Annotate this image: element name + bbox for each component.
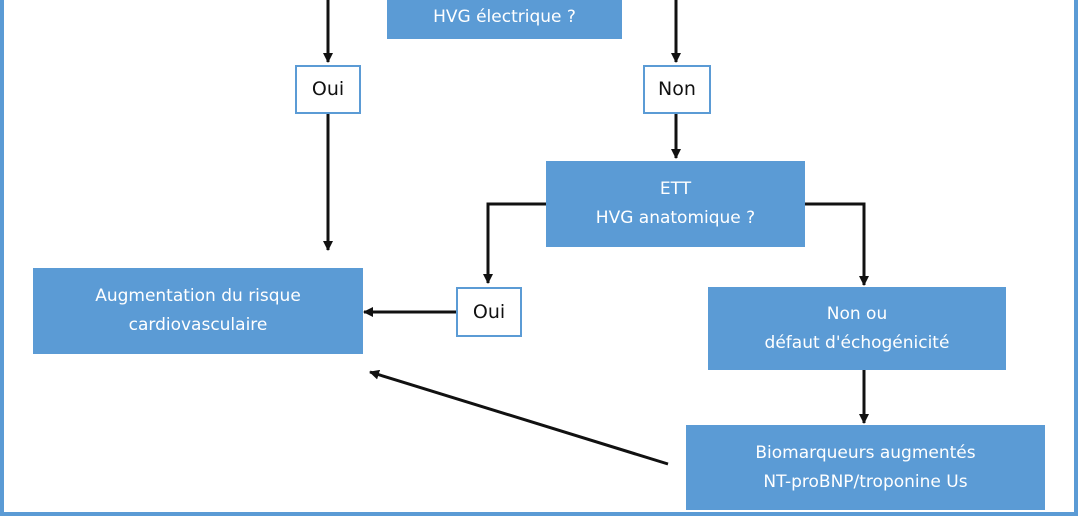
arrow-ett-to-non-defaut [804,202,869,286]
biomarqueurs-text-line-2: NT-proBNP/troponine Us [763,471,968,492]
arrow-ett-to-oui [483,202,546,284]
biomarqueurs-text-line-1: Biomarqueurs augmentés [755,442,976,463]
non-top-text: Non [658,78,696,100]
ett-text-line-2: HVG anatomique ? [595,208,756,228]
oui-top-text: Oui [311,78,345,100]
ett-text-line-1: ETT [659,179,692,199]
oui-mid-box: Oui [456,287,522,337]
arrow-biomarqueurs-to-risque [369,369,669,466]
non-top-box: Non [643,65,711,114]
hvg-electrique-box: HVG électrique ? [387,0,622,39]
oui-top-box: Oui [295,65,361,114]
risque-text-line-1: Augmentation du risque [95,286,301,306]
non-defaut-text-line-1: Non ou [826,303,888,324]
non-defaut-text-line-2: défaut d'échogénicité [764,332,950,353]
risque-box: Augmentation du risque cardiovasculaire [33,268,363,354]
biomarqueurs-box: Biomarqueurs augmentés NT-proBNP/troponi… [686,425,1045,510]
ett-box: ETT HVG anatomique ? [546,161,805,247]
non-defaut-box: Non ou défaut d'échogénicité [708,287,1006,370]
risque-text-line-2: cardiovasculaire [128,315,268,335]
hvg-electrique-text: HVG électrique ? [433,7,576,27]
oui-mid-text: Oui [472,300,506,323]
